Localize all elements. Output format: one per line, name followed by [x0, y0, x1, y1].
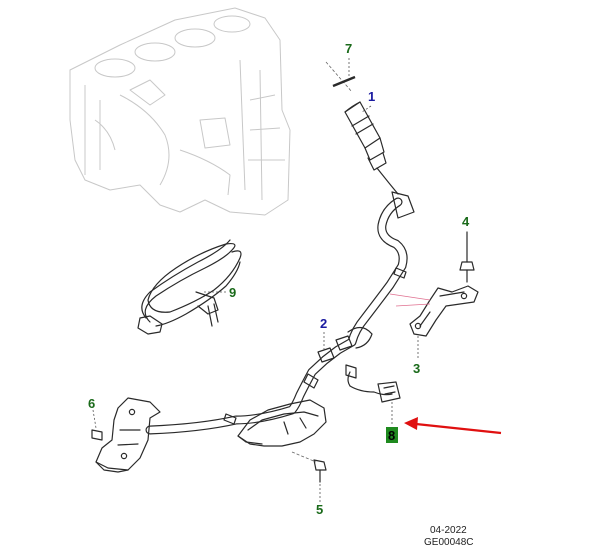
callout-8: 8 — [388, 428, 395, 443]
heat-shield — [237, 399, 327, 447]
part-4-bolt — [459, 231, 475, 283]
callout-9: 9 — [229, 285, 236, 300]
part-9-extension-cable — [137, 239, 242, 335]
callout-6: 6 — [88, 396, 95, 411]
part-3-bracket — [409, 285, 479, 337]
callout-2: 2 — [320, 316, 327, 331]
heater-cable — [145, 167, 415, 435]
footer-date: 04-2022 — [430, 525, 467, 536]
engine-block-illustration — [69, 7, 291, 216]
part-6-mounting-bracket — [91, 397, 161, 473]
connector-line-pink — [389, 293, 431, 301]
part-7-seal — [325, 61, 356, 93]
callout-8-highlight-box — [386, 427, 398, 443]
callout-1: 1 — [368, 89, 375, 104]
callout-4: 4 — [462, 214, 470, 229]
connector-line-pink-2 — [395, 303, 431, 307]
callout-3: 3 — [413, 361, 420, 376]
leader-6 — [92, 409, 97, 429]
part-2-cable-clip — [317, 326, 373, 363]
leader-1 — [361, 105, 372, 113]
callout-5: 5 — [316, 502, 323, 517]
footer-code: GE00048C — [424, 537, 473, 548]
part-5-screw — [291, 451, 327, 483]
red-pointer-arrow — [404, 417, 502, 435]
callout-7: 7 — [345, 41, 352, 56]
part-1-heater-element — [344, 101, 387, 171]
part-8-connector — [345, 364, 401, 403]
